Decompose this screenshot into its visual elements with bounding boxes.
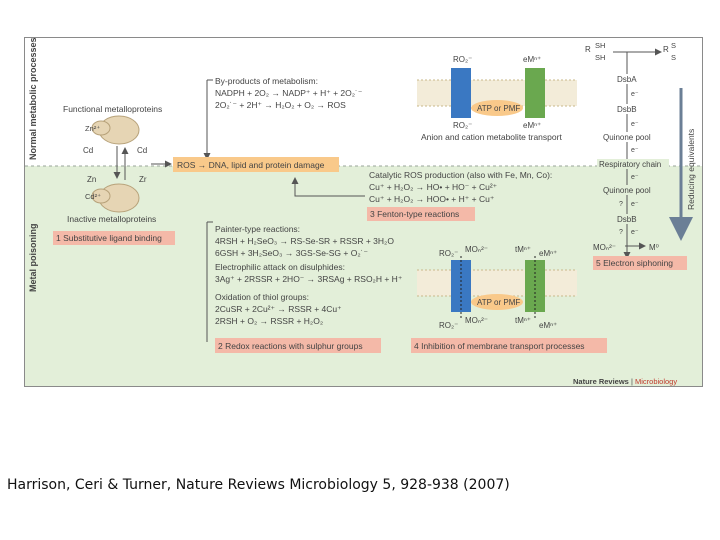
ro2-bottom-label: RO₂⁻: [439, 249, 458, 258]
respiratory-chain-label: Respiratory chain: [599, 160, 661, 169]
electrophilic-line-1: 3Ag⁺ + 2RSSR + 2HO⁻ → 3RSAg + RSO₂H + H⁺: [215, 274, 403, 284]
catalytic-to-ros-arrow: [291, 177, 365, 197]
box-5-label: 5 Electron siphoning: [596, 258, 673, 268]
mon-chain-label: MOₙ²⁻: [593, 243, 616, 252]
credit-section: Microbiology: [635, 377, 677, 386]
em-bottom-label: eMⁿ⁺: [539, 249, 557, 258]
electron-2: e⁻: [631, 121, 639, 128]
inactive-protein-icon: [91, 183, 140, 213]
dsba-label: DsbA: [617, 75, 637, 84]
catalytic-line-2: Cu⁺ + H₂O₂ → HOO• + H⁺ + Cu⁺: [369, 194, 495, 204]
catalytic-line-1: Cu⁺ + H₂O₂ → HO• + HO⁻ + Cu²⁺: [369, 182, 498, 192]
em-bottom-under-label: eMⁿ⁺: [539, 321, 557, 330]
quinone-pool-2-label: Quinone pool: [603, 186, 651, 195]
question-1: ?: [619, 201, 623, 208]
functional-metalloproteins-label: Functional metalloproteins: [63, 104, 162, 114]
atp-bottom-label: ATP or PMF: [477, 298, 520, 307]
cd-bottom-label: Cd²⁺: [85, 192, 101, 201]
atp-ellipse-bottom: [471, 294, 523, 310]
question-2: ?: [619, 229, 623, 236]
box-redox-sulphur: [215, 338, 381, 353]
box-3-label: 3 Fenton-type reactions: [370, 209, 459, 219]
journal-credit: Nature Reviews | Microbiology: [573, 377, 677, 386]
em-top-bottom-label: eMⁿ⁺: [523, 121, 541, 130]
s-bottom-label: S: [671, 53, 676, 62]
box-membrane-transport: [411, 338, 607, 353]
dsbb-2-label: DsbB: [617, 215, 637, 224]
reducing-equivalents-label: Reducing equivalents: [686, 129, 696, 210]
normal-region: [25, 38, 702, 166]
cd-left-label: Cd: [83, 146, 93, 155]
painter-title: Painter-type reactions:: [215, 224, 300, 234]
tm-bottom-label: tMⁿ⁺: [515, 245, 531, 254]
atp-ellipse-top: [471, 100, 523, 116]
cd-right-label: Cd: [137, 146, 147, 155]
anion-transporter-top: [451, 68, 471, 118]
transport-label: Anion and cation metabolite transport: [421, 132, 562, 142]
byproducts-line-2: 2O₂˙⁻ + 2H⁺ → H₂O₂ + O₂ → ROS: [215, 100, 346, 110]
electron-5: e⁻: [631, 201, 639, 208]
ros-damage-box: [173, 157, 339, 172]
credit-sep: |: [629, 377, 635, 386]
membrane-bottom: [417, 269, 577, 297]
electron-1: e⁻: [631, 91, 639, 98]
s-top-label: S: [671, 41, 676, 50]
electron-6: e⁻: [631, 229, 639, 236]
box-substitutive-ligand: [53, 231, 175, 245]
svg-text:Nature Reviews | Microbiology: Nature Reviews | Microbiology: [573, 377, 677, 386]
rsh-r-label: R: [585, 45, 591, 54]
electron-3: e⁻: [631, 147, 639, 154]
inactive-metalloproteins-label: Inactive metalloproteins: [67, 214, 156, 224]
citation-caption: Harrison, Ceri & Turner, Nature Reviews …: [7, 477, 510, 493]
cation-transporter-top: [525, 68, 545, 118]
zr-right-label: Zr: [139, 175, 147, 184]
electron-4: e⁻: [631, 174, 639, 181]
zn-left-label: Zn: [87, 175, 96, 184]
dsbb-1-label: DsbB: [617, 105, 637, 114]
diagram-svg: Normal metabolic processes Metal poisoni…: [25, 38, 702, 386]
credit-journal: Nature Reviews: [573, 377, 629, 386]
byproducts-line-1: NADPH + 2O₂ → NADP⁺ + H⁺ + 2O₂˙⁻: [215, 88, 363, 98]
oxidation-line-1: 2CuSR + 2Cu²⁺ → RSSR + 4Cu⁺: [215, 304, 342, 314]
painter-line-2: 6GSH + 3H₂SeO₃ → 3GS-Se-SG + O₂˙⁻: [215, 248, 368, 258]
side-label-normal: Normal metabolic processes: [28, 38, 38, 160]
tm-bottom-under-label: tMⁿ⁺: [515, 316, 531, 325]
functional-protein-icon: [91, 115, 140, 145]
box-1-label: 1 Substitutive ligand binding: [56, 233, 162, 243]
box-2-label: 2 Redox reactions with sulphur groups: [218, 341, 363, 351]
byproducts-title: By-products of metabolism:: [215, 76, 318, 86]
ros-damage-label: ROS → DNA, lipid and protein damage: [177, 160, 325, 170]
painter-line-1: 4RSH + H₂SeO₃ → RS-Se-SR + RSSR + 3H₂O: [215, 236, 394, 246]
zn-top-label: Zn²⁺: [85, 124, 100, 133]
catalytic-title: Catalytic ROS production (also with Fe, …: [369, 170, 552, 180]
ro2-top-label: RO₂⁻: [453, 55, 472, 64]
mon-bottom-label: MOₙ²⁻: [465, 245, 488, 254]
ro2-bottom-under-label: RO₂⁻: [439, 321, 458, 330]
sh-top-label: SH: [595, 41, 605, 50]
electrophilic-title: Electrophilic attack on disulphides:: [215, 262, 345, 272]
box-electron-siphoning: [593, 256, 687, 270]
oxidation-line-2: 2RSH + O₂ → RSSR + H₂O₂: [215, 316, 323, 326]
atp-top-label: ATP or PMF: [477, 104, 520, 113]
oxidation-title: Oxidation of thiol groups:: [215, 292, 309, 302]
rs-r-label: R: [663, 45, 669, 54]
ro2-top-bottom-label: RO₂⁻: [453, 121, 472, 130]
figure-panel: Normal metabolic processes Metal poisoni…: [24, 37, 703, 387]
sh-bottom-label: SH: [595, 53, 605, 62]
side-label-poisoning: Metal poisoning: [28, 224, 38, 293]
quinone-pool-1-label: Quinone pool: [603, 133, 651, 142]
m0-label: M⁰: [649, 243, 659, 252]
box-fenton: [367, 207, 475, 221]
mon-bottom-under-label: MOₙ²⁻: [465, 316, 488, 325]
em-top-label: eMⁿ⁺: [523, 55, 541, 64]
box-4-label: 4 Inhibition of membrane transport proce…: [414, 341, 585, 351]
